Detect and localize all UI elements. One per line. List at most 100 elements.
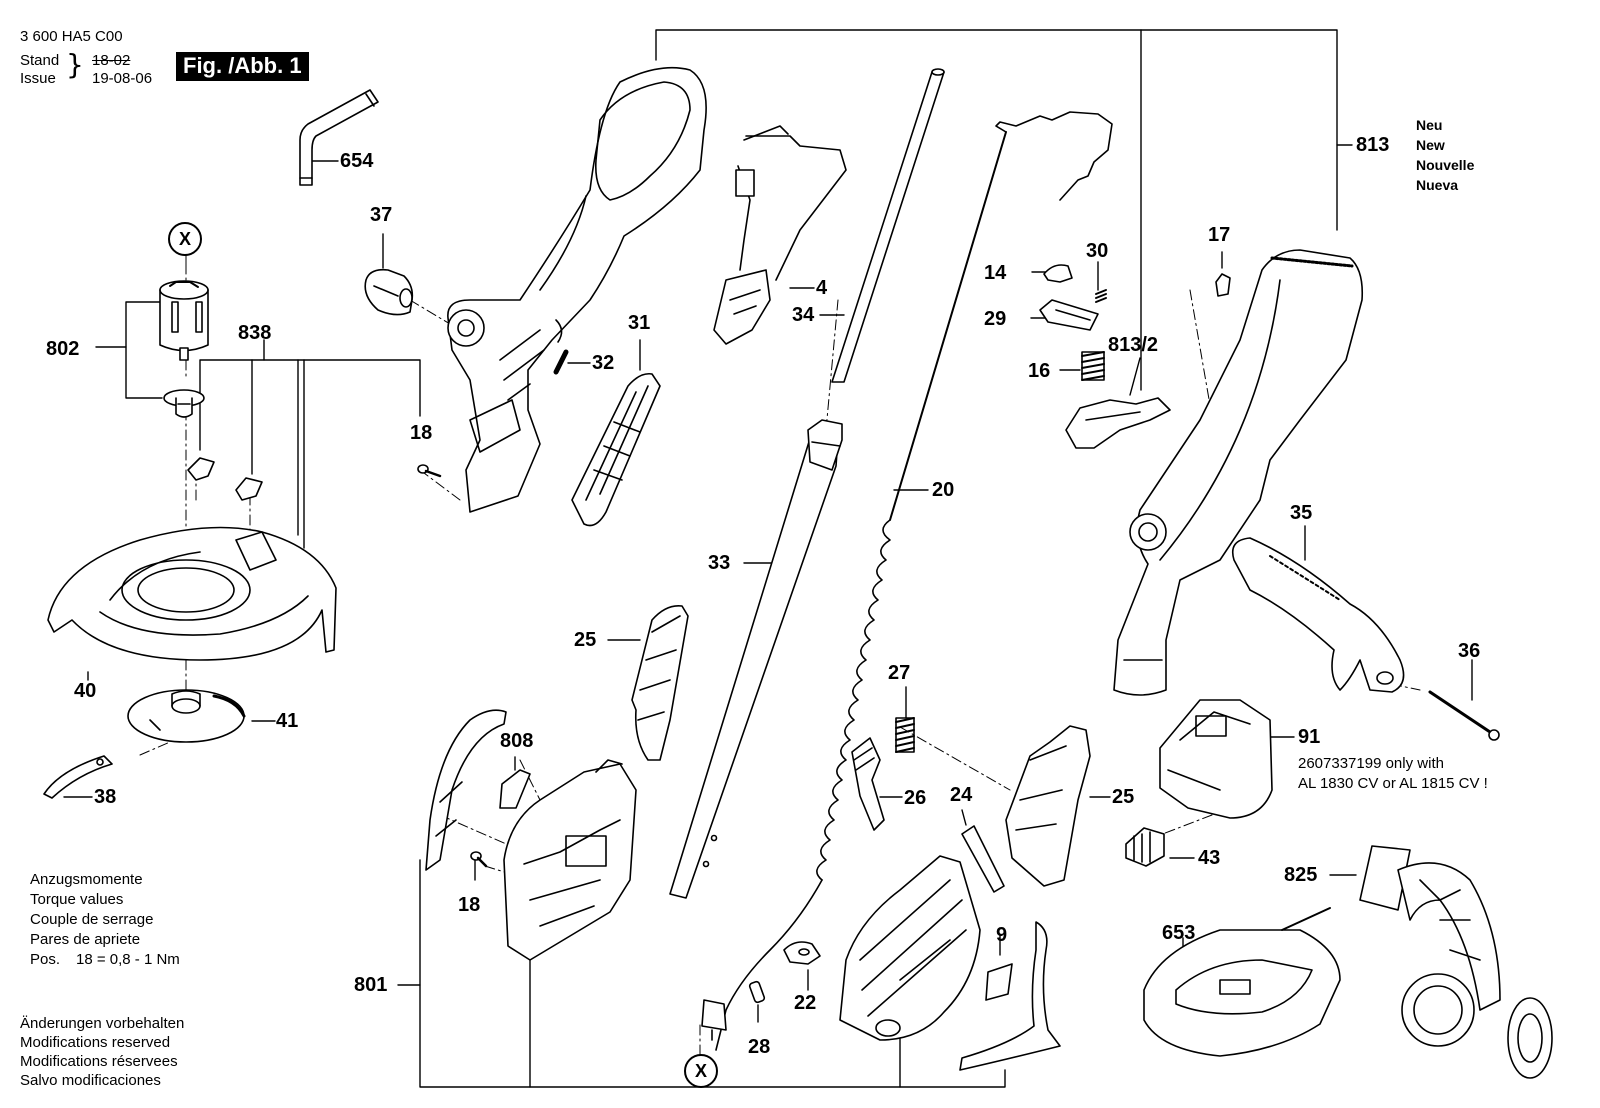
part-838-clips bbox=[187, 457, 263, 501]
new-part-label-fr: Nouvelle bbox=[1416, 157, 1475, 173]
torque-note-line-3: Couple de serrage bbox=[30, 911, 154, 928]
part-29-slider bbox=[1039, 299, 1099, 331]
part-25a-shell bbox=[631, 604, 689, 761]
bracket-lines bbox=[63, 29, 1473, 1088]
part-label-808: 808 bbox=[500, 730, 534, 752]
part-9-label bbox=[985, 963, 1013, 1001]
part-label-813: 813 bbox=[1356, 134, 1390, 156]
part-91-battery bbox=[1159, 699, 1273, 819]
part-38-blade bbox=[43, 755, 113, 799]
torque-note-line-2: Torque values bbox=[30, 891, 124, 908]
part-lower-left-housing bbox=[503, 759, 637, 961]
brace-symbol: } bbox=[66, 48, 84, 81]
part-label-17: 17 bbox=[1208, 224, 1231, 246]
part-813-right-handle bbox=[1113, 249, 1364, 696]
part-16-spring bbox=[1081, 351, 1105, 381]
part-label-34: 34 bbox=[792, 304, 815, 326]
document-number: 3 600 HA5 C00 bbox=[20, 28, 123, 45]
battery-note-line-1: 2607337199 only with bbox=[1298, 755, 1444, 772]
part-33-lower-tube bbox=[669, 419, 843, 899]
part-left-covers bbox=[425, 709, 507, 871]
part-9-guard-blade bbox=[959, 921, 1061, 1071]
part-825-wheel-attachment bbox=[1359, 845, 1553, 1079]
modifications-line-3: Modifications réservees bbox=[20, 1053, 178, 1070]
modifications-line-4: Salvo modificaciones bbox=[20, 1072, 161, 1089]
part-label-654: 654 bbox=[340, 150, 374, 172]
new-part-label-es: Nueva bbox=[1416, 177, 1459, 193]
part-26-lever bbox=[851, 737, 885, 831]
part-802-motor bbox=[159, 280, 209, 361]
part-label-30: 30 bbox=[1086, 240, 1109, 262]
part-31-grip bbox=[571, 372, 661, 527]
part-24-strip bbox=[961, 825, 1005, 893]
part-label-24: 24 bbox=[950, 784, 973, 806]
connector-marker-bottom: X bbox=[684, 1054, 718, 1088]
part-22-clip bbox=[783, 941, 821, 965]
part-654-hex-key bbox=[299, 89, 379, 186]
part-label-28: 28 bbox=[748, 1036, 771, 1058]
part-28-plug bbox=[748, 980, 766, 1004]
torque-note-line-1: Anzugsmomente bbox=[30, 871, 143, 888]
part-30-spring bbox=[1095, 289, 1107, 303]
torque-pos-value: 18 = 0,8 - 1 Nm bbox=[76, 951, 180, 968]
part-label-36: 36 bbox=[1458, 640, 1481, 662]
part-27-spring bbox=[895, 717, 915, 753]
part-label-25-right: 25 bbox=[1112, 786, 1135, 808]
part-label-27: 27 bbox=[888, 662, 911, 684]
part-label-18-upper: 18 bbox=[410, 422, 433, 444]
stand-old-date: 18-02 bbox=[92, 52, 131, 69]
part-label-26: 26 bbox=[904, 787, 927, 809]
part-label-14: 14 bbox=[984, 262, 1007, 284]
part-43-connector bbox=[1125, 827, 1165, 867]
part-18-screw-lower bbox=[470, 851, 488, 868]
part-label-22: 22 bbox=[794, 992, 817, 1014]
part-upper-handle-housing bbox=[447, 66, 707, 513]
part-808-label bbox=[499, 769, 531, 809]
part-813-2-trigger bbox=[1065, 397, 1171, 449]
part-4-switch-board bbox=[713, 125, 847, 345]
part-label-801: 801 bbox=[354, 974, 388, 996]
part-653-charger bbox=[1143, 907, 1341, 1057]
part-motor-housing bbox=[839, 855, 981, 1041]
part-label-25-left: 25 bbox=[574, 629, 597, 651]
part-label-653: 653 bbox=[1162, 922, 1196, 944]
part-label-825: 825 bbox=[1284, 864, 1318, 886]
part-20-cable bbox=[701, 111, 1113, 1051]
issue-label: Issue bbox=[20, 70, 56, 87]
new-part-label-de: Neu bbox=[1416, 117, 1443, 133]
part-label-4: 4 bbox=[816, 277, 828, 299]
part-label-32: 32 bbox=[592, 352, 615, 374]
torque-note-line-4: Pares de apriete bbox=[30, 931, 141, 948]
part-label-41: 41 bbox=[276, 710, 299, 732]
part-label-813-2: 813/2 bbox=[1108, 334, 1159, 356]
part-label-838: 838 bbox=[238, 322, 272, 344]
part-label-33: 33 bbox=[708, 552, 731, 574]
part-label-16: 16 bbox=[1028, 360, 1051, 382]
part-40-guard bbox=[47, 526, 337, 661]
part-label-9: 9 bbox=[996, 924, 1008, 946]
part-32-pin bbox=[553, 349, 569, 375]
issue-date: 19-08-06 bbox=[92, 70, 153, 87]
new-part-label-en: New bbox=[1416, 137, 1445, 153]
part-label-18-lower: 18 bbox=[458, 894, 481, 916]
part-label-802: 802 bbox=[46, 338, 80, 360]
part-36-bolt bbox=[1428, 690, 1500, 741]
connector-marker-top: X bbox=[168, 222, 202, 256]
battery-note-line-2: AL 1830 CV or AL 1815 CV ! bbox=[1298, 775, 1488, 792]
part-14-cap bbox=[1043, 264, 1073, 283]
part-17-plug bbox=[1215, 273, 1231, 297]
part-41-spool bbox=[127, 689, 246, 743]
part-label-37: 37 bbox=[370, 204, 393, 226]
part-label-31: 31 bbox=[628, 312, 651, 334]
stand-label: Stand bbox=[20, 52, 60, 69]
part-35-aux-handle bbox=[1231, 537, 1405, 693]
part-label-29: 29 bbox=[984, 308, 1007, 330]
part-label-43: 43 bbox=[1198, 847, 1221, 869]
part-label-35: 35 bbox=[1290, 502, 1313, 524]
part-label-20: 20 bbox=[932, 479, 955, 501]
part-label-40: 40 bbox=[74, 680, 97, 702]
part-label-91: 91 bbox=[1298, 726, 1321, 748]
part-label-38: 38 bbox=[94, 786, 117, 808]
